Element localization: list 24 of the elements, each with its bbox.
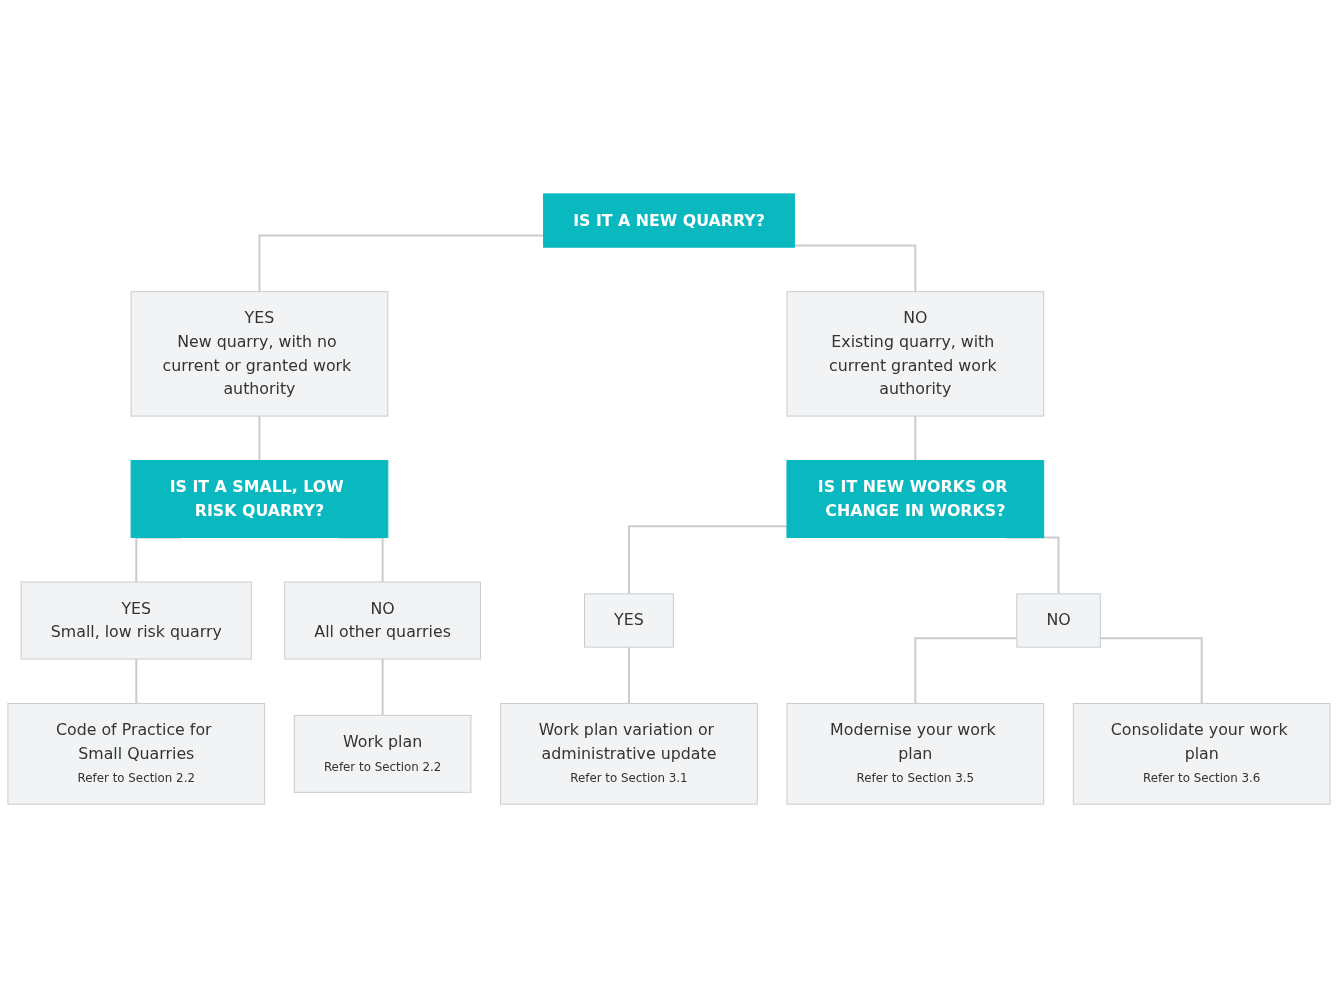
connector: [627, 646, 630, 705]
connector: [381, 658, 384, 717]
connector: [627, 525, 788, 595]
node-box: IS IT A SMALL, LOW RISK QUARRY?: [130, 460, 389, 538]
node-box: Work plan variation or administrative update Refer to Section 3.1: [500, 702, 758, 805]
node-box: IS IT A NEW QUARRY?: [543, 193, 795, 248]
node-box: NO: [1016, 593, 1101, 648]
connector: [914, 415, 917, 462]
connector: [258, 415, 261, 462]
node-box: Consolidate your work plan Refer to Section 3.6: [1072, 702, 1331, 805]
connector: [914, 637, 1018, 705]
node-box: NO Existing quarry, with current granted work authority: [786, 291, 1045, 417]
node-box: Code of Practice for Small Quarries Refer to Section 2.2: [7, 702, 266, 805]
node-box: YES: [584, 593, 674, 648]
connector: [258, 234, 545, 293]
node-box: IS IT NEW WORKS OR CHANGE IN WORKS?: [786, 460, 1045, 538]
node-box: Modernise your work plan Refer to Section 3.5: [786, 702, 1045, 805]
connector: [1099, 637, 1203, 705]
node-box: YES New quarry, with no current or granted work authority: [130, 291, 389, 417]
connector: [793, 244, 917, 293]
connector: [135, 658, 138, 705]
node-box: NO All other quarries: [284, 581, 481, 660]
node-box: YES Small, low risk quarry: [20, 581, 252, 660]
node-box: Work plan Refer to Section 2.2: [293, 714, 472, 793]
